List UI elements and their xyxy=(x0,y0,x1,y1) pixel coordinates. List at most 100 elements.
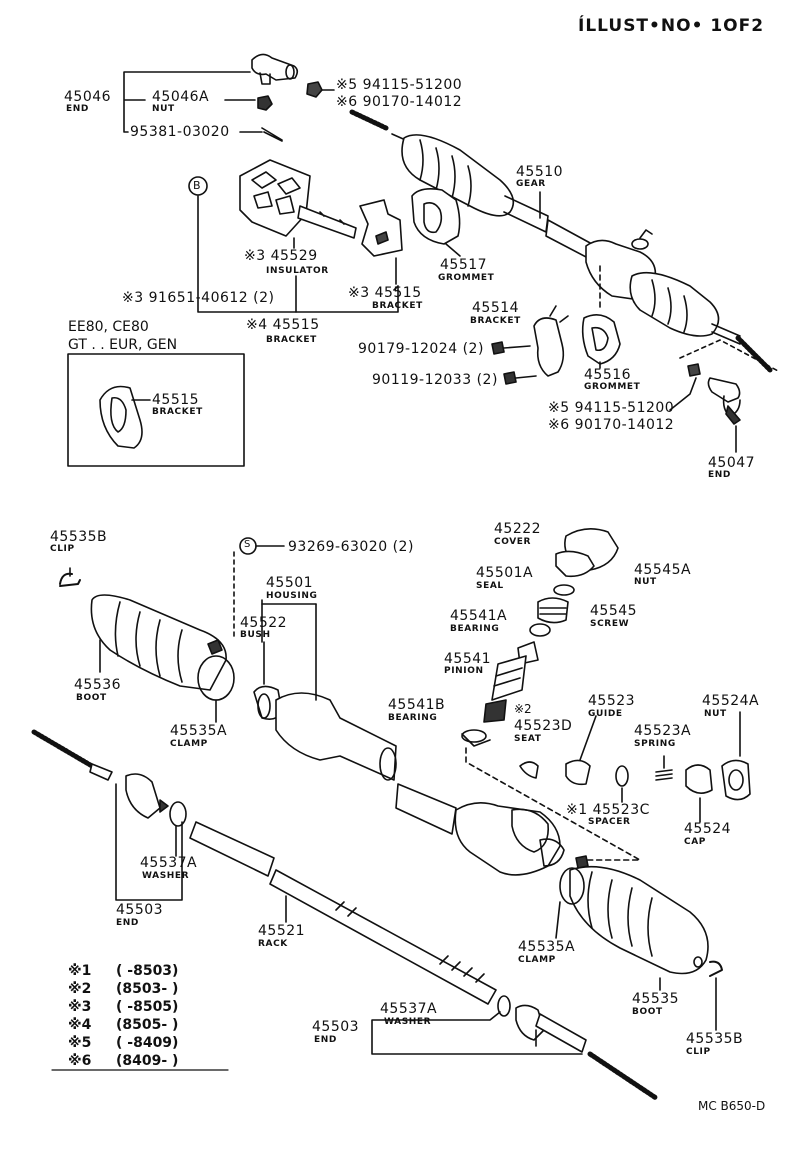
part-number-45501A: 45501A xyxy=(476,565,534,581)
legend-mark-6: ※6 xyxy=(68,1053,92,1069)
pinion-parts-shape xyxy=(461,528,619,747)
part-name-bracket-upper: BRACKET xyxy=(372,301,423,311)
part-name-bearing-45541A: BEARING xyxy=(450,624,500,634)
part-name-seat: SEAT xyxy=(514,734,542,744)
inset-model-line: EE80, CE80 xyxy=(68,319,149,335)
clamp-45535A-right-shape xyxy=(559,867,585,905)
part-number-94115-lower: ※5 94115-51200 xyxy=(548,400,675,416)
inset-box xyxy=(67,353,245,467)
screw-s-mark: S xyxy=(244,539,251,550)
part-number-45222: 45222 xyxy=(494,521,542,537)
part-number-45524A: 45524A xyxy=(702,693,760,709)
tie-rod-end-45046-shape xyxy=(251,53,299,85)
part-number-45541: 45541 xyxy=(444,651,492,667)
part-number-45537A-left: 45537A xyxy=(140,855,198,871)
tie-rod-end-45503-right-shape xyxy=(497,995,659,1101)
legend-range-2: (8503- ) xyxy=(116,981,179,997)
part-name-bearing-45541B: BEARING xyxy=(388,713,438,723)
legend-mark-4: ※4 xyxy=(68,1017,92,1033)
part-number-45529: ※3 45529 xyxy=(244,248,318,264)
legend-mark-3: ※3 xyxy=(68,999,92,1015)
part-number-45523: 45523 xyxy=(588,693,636,709)
part-number-94115-upper: ※5 94115-51200 xyxy=(336,77,463,93)
part-number-45536: 45536 xyxy=(74,677,122,693)
part-name-end: END xyxy=(66,104,89,114)
part-name-cover: COVER xyxy=(494,537,532,547)
part-number-45541B: 45541B xyxy=(388,697,446,713)
spacer-45523C-shape xyxy=(615,765,629,787)
part-number-45516: 45516 xyxy=(584,367,632,383)
legend-range-5: ( -8409) xyxy=(116,1035,179,1051)
part-name-rack: RACK xyxy=(258,939,288,949)
part-name-nut: NUT xyxy=(152,104,175,114)
bolt-90179-shape xyxy=(491,341,531,355)
part-name-guide: GUIDE xyxy=(588,709,623,719)
inset-part-number: 45515 xyxy=(152,392,200,408)
bolt-90119-shape xyxy=(503,371,537,385)
bracket-45515-shape xyxy=(359,199,403,257)
legend-mark-2: ※2 xyxy=(68,981,92,997)
tie-rod-end-45503-left-shape xyxy=(31,729,187,827)
part-number-45522: 45522 xyxy=(240,615,288,631)
part-number-45503-right: 45503 xyxy=(312,1019,360,1035)
insulator-45529-shape xyxy=(239,159,311,237)
part-name-boot-45535: BOOT xyxy=(632,1007,663,1017)
legend-range-3: ( -8505) xyxy=(116,999,179,1015)
part-name-end-45047: END xyxy=(708,470,731,480)
part-number-45515-lower: ※4 45515 xyxy=(246,317,320,333)
part-number-91651: ※3 91651-40612 (2) xyxy=(122,290,275,306)
seat-45523D-shape xyxy=(519,761,539,779)
part-name-spring: SPRING xyxy=(634,739,676,749)
tie-rod-end-45047-shape xyxy=(707,377,741,425)
part-number-90179: 90179-12024 (2) xyxy=(358,341,484,357)
boot-45535-shape xyxy=(569,865,709,975)
part-number-45545: 45545 xyxy=(590,603,638,619)
part-number-45535B-left: 45535B xyxy=(50,529,108,545)
part-number-45535: 45535 xyxy=(632,991,680,1007)
housing-45501-shape xyxy=(275,692,565,876)
part-name-housing: HOUSING xyxy=(266,591,318,601)
part-name-end-right: END xyxy=(314,1035,337,1045)
part-name-grommet-45516: GROMMET xyxy=(584,382,641,392)
ref-b-label: B xyxy=(193,179,201,192)
part-number-45501: 45501 xyxy=(266,575,314,591)
part-name-grommet: GROMMET xyxy=(438,273,495,283)
part-number-45537A-right: 45537A xyxy=(380,1001,438,1017)
spring-45523A-shape xyxy=(655,769,673,781)
bracket-45514-shape xyxy=(533,317,565,377)
legend-mark-1: ※1 xyxy=(68,963,92,979)
part-number-90170-upper: ※6 90170-14012 xyxy=(336,94,463,110)
part-name-clamp-left: CLAMP xyxy=(170,739,208,749)
ref-b-circle xyxy=(188,176,208,196)
drawing-code: MC B650-D xyxy=(698,1099,766,1113)
part-number-45521: 45521 xyxy=(258,923,306,939)
part-name-spacer: SPACER xyxy=(588,817,631,827)
grommet-45517-shape xyxy=(411,188,461,245)
part-name-nut-45524A: NUT xyxy=(704,709,727,719)
part-number-45523D: 45523D xyxy=(514,718,573,734)
part-name-clip-left: CLIP xyxy=(50,544,75,554)
nut-45046A-shape xyxy=(257,95,273,111)
part-name-end-left: END xyxy=(116,918,139,928)
part-name-boot-45536: BOOT xyxy=(76,693,107,703)
part-name-clip-right: CLIP xyxy=(686,1047,711,1057)
part-name-bracket-lower: BRACKET xyxy=(266,335,317,345)
nut-94115-shape xyxy=(306,81,323,98)
part-number-45514: 45514 xyxy=(472,300,520,316)
part-number-45047: 45047 xyxy=(708,455,756,471)
rack-45521-shape xyxy=(189,821,497,1005)
gear-assembly-45510-shape xyxy=(349,109,781,373)
part-name-gear: GEAR xyxy=(516,179,546,189)
part-number-45545A: 45545A xyxy=(634,562,692,578)
part-name-washer-right: WASHER xyxy=(384,1017,432,1027)
legend-range-6: (8409- ) xyxy=(116,1053,179,1069)
mark-2-label: ※2 xyxy=(514,702,532,716)
part-name-bracket-45514: BRACKET xyxy=(470,316,521,326)
part-name-insulator: INSULATOR xyxy=(266,266,329,276)
part-number-45541A: 45541A xyxy=(450,608,508,624)
part-number-45517: 45517 xyxy=(440,257,488,273)
legend-range-4: (8505- ) xyxy=(116,1017,179,1033)
part-number-45046A: 45046A xyxy=(152,89,210,105)
inset-bracket-shape xyxy=(99,385,143,449)
